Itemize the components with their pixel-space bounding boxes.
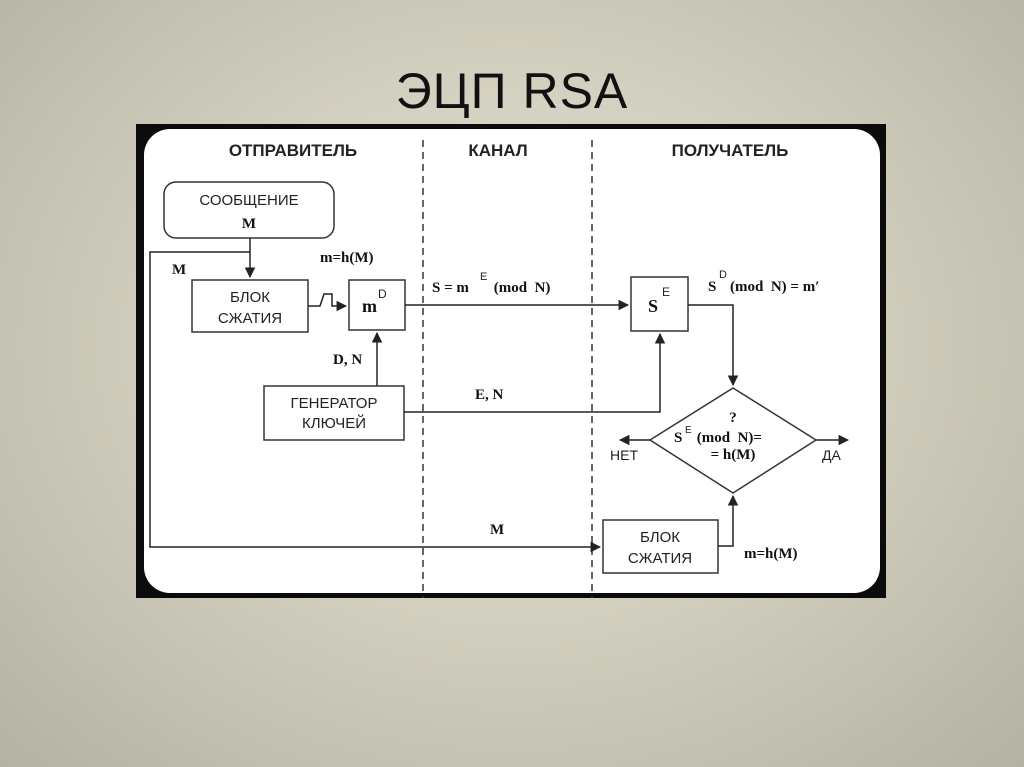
key-generator-block bbox=[263, 385, 405, 441]
signing-block-exponent: D bbox=[378, 287, 387, 301]
message-block-label: СООБЩЕНИЕ bbox=[199, 192, 298, 209]
signing-block-base: m bbox=[362, 296, 377, 316]
verification-block-exponent: E bbox=[662, 285, 670, 299]
arrow-message-to-receiver-compression bbox=[149, 251, 602, 553]
verification-block bbox=[630, 276, 689, 332]
decision-diamond bbox=[648, 387, 818, 494]
label-signature-base: S = m bbox=[432, 280, 469, 296]
compression-block-receiver bbox=[602, 519, 719, 574]
compression-block-sender-label-2: СЖАТИЯ bbox=[218, 310, 282, 327]
verification-block-base: S bbox=[648, 296, 658, 316]
label-private-key: D, N bbox=[333, 352, 362, 368]
slide-title: ЭЦП RSA bbox=[395, 63, 629, 119]
arrow-hash-to-decision bbox=[718, 494, 739, 547]
label-message-bottom: M bbox=[490, 522, 504, 538]
decision-condition-rest: (mod N)= bbox=[693, 430, 762, 446]
label-hash-bottom: m=h(M) bbox=[744, 546, 798, 562]
arrow-compression-to-signing bbox=[308, 293, 348, 312]
decision-yes-label: ДА bbox=[822, 447, 841, 463]
message-block bbox=[163, 181, 335, 239]
decision-question-mark: ? bbox=[729, 410, 737, 426]
column-header-channel: КАНАЛ bbox=[468, 141, 527, 160]
compression-block-sender bbox=[191, 279, 309, 333]
label-signature-exponent: E bbox=[480, 271, 487, 283]
decision-condition-hash: = h(M) bbox=[711, 447, 756, 463]
label-signature-rest: (mod N) bbox=[490, 280, 550, 296]
decision-condition-exponent: E bbox=[685, 425, 692, 436]
label-check-rest: (mod N) = m′ bbox=[730, 279, 819, 295]
label-check-base: S bbox=[708, 279, 716, 295]
message-block-symbol: M bbox=[242, 216, 256, 232]
compression-block-sender-label-1: БЛОК bbox=[230, 289, 270, 306]
label-check-exponent: D bbox=[719, 269, 727, 281]
decision-no-label: НЕТ bbox=[610, 447, 638, 463]
signing-block bbox=[348, 279, 406, 331]
column-header-sender: ОТПРАВИТЕЛЬ bbox=[229, 141, 357, 160]
column-header-receiver: ПОЛУЧАТЕЛЬ bbox=[672, 141, 789, 160]
compression-block-receiver-label-2: СЖАТИЯ bbox=[628, 550, 692, 567]
key-generator-label-1: ГЕНЕРАТОР bbox=[291, 395, 378, 412]
rsa-signature-diagram: ОТПРАВИТЕЛЬ КАНАЛ ПОЛУЧАТЕЛЬ СООБЩЕНИЕ M… bbox=[149, 140, 850, 598]
arrow-public-key-to-verification bbox=[404, 332, 666, 413]
arrow-verification-to-decision bbox=[688, 304, 739, 387]
key-generator-label-2: КЛЮЧЕЙ bbox=[302, 414, 366, 432]
diagram-frame: ОТПРАВИТЕЛЬ КАНАЛ ПОЛУЧАТЕЛЬ СООБЩЕНИЕ M… bbox=[136, 124, 886, 598]
label-message-left: M bbox=[172, 262, 186, 278]
decision-condition-base: S bbox=[674, 430, 682, 446]
label-public-key: E, N bbox=[475, 387, 504, 403]
label-hash-top: m=h(M) bbox=[320, 250, 374, 266]
compression-block-receiver-label-1: БЛОК bbox=[640, 529, 680, 546]
